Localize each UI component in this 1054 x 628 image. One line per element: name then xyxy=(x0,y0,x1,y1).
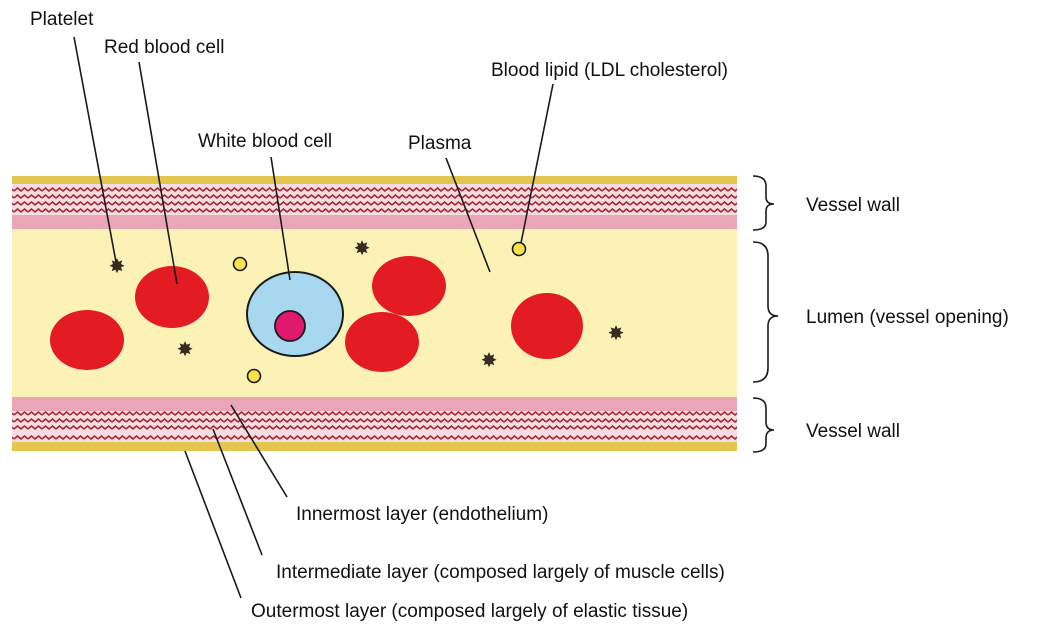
red-blood-cell xyxy=(372,256,446,316)
platelet-mark: ✸ xyxy=(608,321,625,345)
platelet-mark: ✸ xyxy=(481,348,498,372)
label-innermost-layer: Innermost layer (endothelium) xyxy=(296,504,548,525)
label-plasma: Plasma xyxy=(408,133,472,154)
platelet-mark: ✸ xyxy=(177,337,194,361)
brace-lumen xyxy=(753,242,778,382)
red-blood-cell xyxy=(511,293,583,359)
label-vessel-wall-bottom: Vessel wall xyxy=(806,421,900,442)
label-intermediate-layer: Intermediate layer (composed largely of … xyxy=(276,562,725,583)
vessel-outer-layer-bottom xyxy=(12,442,737,451)
label-outermost-layer: Outermost layer (composed largely of ela… xyxy=(251,601,688,622)
lipid-particle xyxy=(234,258,247,271)
vessel-waves-bottom xyxy=(12,411,737,442)
leader-line-outermost-layer xyxy=(185,451,241,598)
platelet-mark: ✸ xyxy=(109,254,126,278)
lipid-particle xyxy=(513,243,526,256)
label-red-blood-cell: Red blood cell xyxy=(104,37,224,58)
label-platelet: Platelet xyxy=(30,9,94,30)
braces xyxy=(753,176,778,452)
label-white-blood-cell: White blood cell xyxy=(198,131,332,152)
vessel-waves-top xyxy=(12,184,737,215)
brace-vessel-wall-bottom xyxy=(753,398,774,452)
red-blood-cell xyxy=(135,266,209,328)
white-blood-cell-nucleus xyxy=(275,311,305,341)
label-blood-lipid: Blood lipid (LDL cholesterol) xyxy=(491,60,728,81)
vessel-outer-layer-top xyxy=(12,176,737,184)
label-vessel-wall-top: Vessel wall xyxy=(806,195,900,216)
red-blood-cell xyxy=(50,310,124,370)
label-lumen: Lumen (vessel opening) xyxy=(806,307,1009,328)
lipid-particle xyxy=(248,370,261,383)
vessel-endothelium-bottom xyxy=(12,397,737,411)
red-blood-cell xyxy=(345,312,419,372)
platelet-mark: ✸ xyxy=(354,236,371,260)
brace-vessel-wall-top xyxy=(753,176,774,230)
vessel-endothelium-top xyxy=(12,215,737,229)
